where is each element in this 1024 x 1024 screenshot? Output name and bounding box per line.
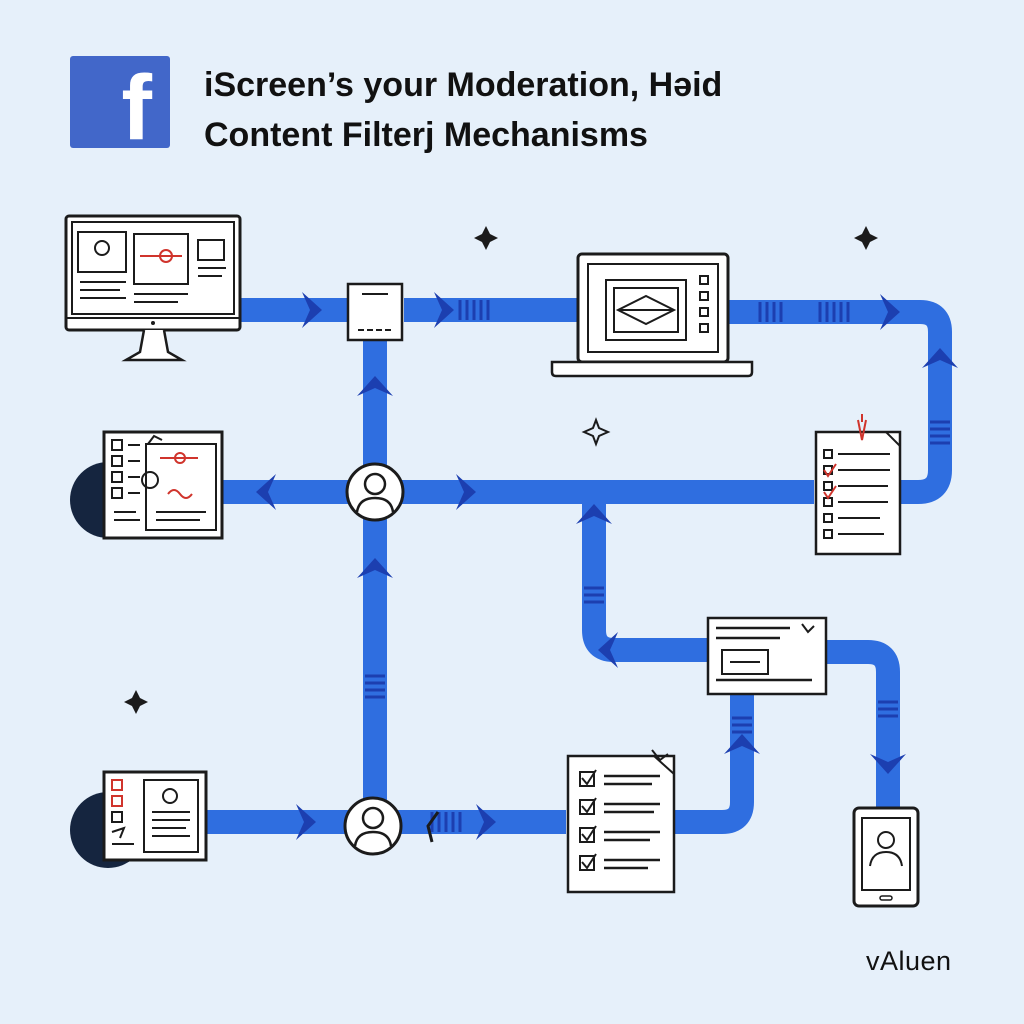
sparkle-icons xyxy=(124,226,878,714)
facebook-logo: f xyxy=(70,56,170,154)
sparkle-icon xyxy=(474,226,498,250)
title-line-1: iScreen’s your Moderation, Hәid xyxy=(204,66,723,104)
laptop-icon xyxy=(550,252,754,378)
flow-arrows xyxy=(256,292,958,843)
review-panel-icon xyxy=(70,430,224,540)
connector-pipes xyxy=(206,298,952,834)
user-avatar-icon xyxy=(345,462,405,522)
arrow-left-thin xyxy=(426,811,440,843)
pipe-top-to-right xyxy=(728,300,952,504)
checklist-document-icon xyxy=(566,749,676,894)
logo-letter: f xyxy=(121,57,152,159)
desktop-monitor-icon xyxy=(64,214,242,362)
pipe-stripes xyxy=(365,300,950,832)
flagged-document-icon xyxy=(814,414,902,556)
pipe-card-to-tablet xyxy=(826,640,900,808)
sparkle-icon xyxy=(124,690,148,714)
page-title: iScreen’s your Moderation, Hәid Content … xyxy=(204,60,824,160)
title-line-2: Content Filterj Mechanisms xyxy=(204,116,648,154)
pipe-loop-mid xyxy=(582,500,708,662)
tablet-icon xyxy=(852,806,920,908)
pipe-checklist-to-card xyxy=(674,694,754,834)
sparkle-icon xyxy=(854,226,878,250)
footer-brand: vAluen xyxy=(866,946,952,976)
user-avatar-icon xyxy=(343,796,403,856)
filter-box-icon xyxy=(346,282,404,342)
profile-panel-icon xyxy=(70,770,208,868)
sparkle-icon xyxy=(581,417,611,447)
content-card-icon xyxy=(706,616,828,696)
